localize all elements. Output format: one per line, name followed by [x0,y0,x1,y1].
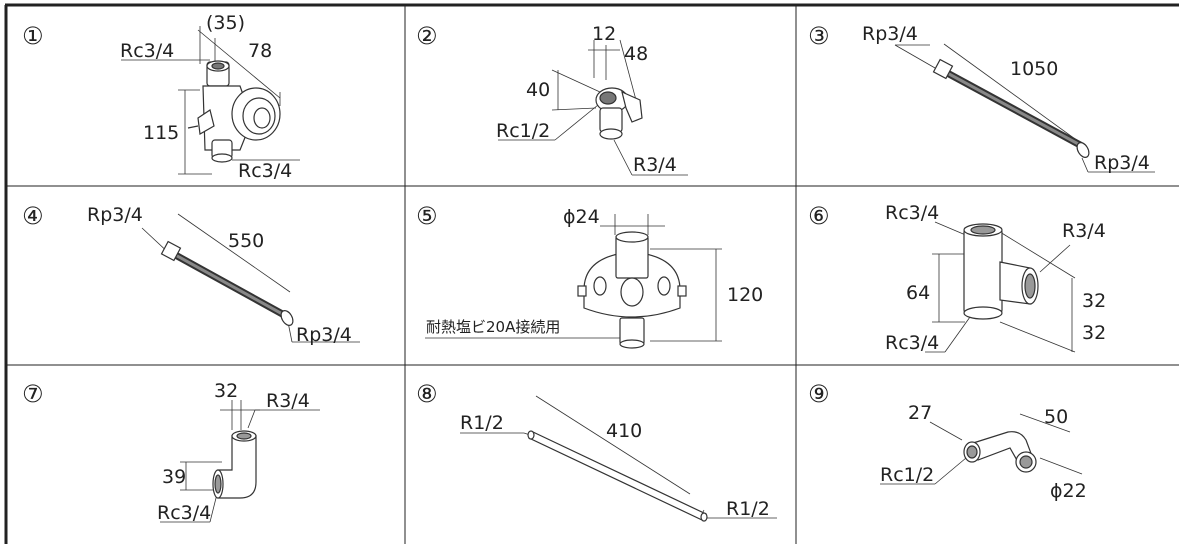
part-1-outlet: Rc3/4 [238,160,293,182]
part-9-diameter: ϕ22 [1050,480,1087,502]
part-1-inlet: Rc3/4 [120,40,175,62]
part-2-dim-a: 12 [592,23,617,45]
part-8-end-a: R1/2 [460,412,504,434]
part-6-top: Rc3/4 [885,202,940,224]
part-6-number: ⑥ [808,202,830,230]
part-2-inlet: Rc1/2 [496,120,551,142]
part-7-number: ⑦ [22,380,44,408]
part-3-length: 1050 [1010,58,1059,80]
part-4-hose [141,213,360,343]
part-3-end-b: Rp3/4 [1094,152,1150,174]
part-5-note: 耐熱塩ビ20A接続用 [426,318,561,336]
part-3-hose [894,43,1155,173]
part-7-width: 32 [214,380,239,402]
grid-lines [4,3,1179,544]
part-1-width: 78 [248,40,273,62]
part-1-number: ① [22,22,44,50]
part-6-dim-b: 32 [1082,322,1107,344]
part-9-dim-a: 27 [908,402,933,424]
part-9-number: ⑨ [808,380,830,408]
part-6-side: R3/4 [1062,220,1106,242]
part-2-outlet: R3/4 [633,154,677,176]
part-7-bottom: Rc3/4 [157,502,212,524]
part-2-dim-b: 48 [624,43,649,65]
part-1-valve [121,26,300,175]
part-4-end-b: Rp3/4 [296,324,352,346]
part-5-diameter: ϕ24 [563,206,600,228]
part-1-height: 115 [143,122,180,144]
part-9-dim-b: 50 [1044,406,1069,428]
part-2-number: ② [416,22,438,50]
part-2-valve [498,39,688,176]
part-9-inlet: Rc1/2 [880,464,935,486]
part-8-length: 410 [606,420,643,442]
part-5-fitting [425,214,722,349]
part-8-end-b: R1/2 [726,498,770,520]
part-6-dim-a: 32 [1082,290,1107,312]
part-7-top: R3/4 [266,390,310,412]
part-7-height: 39 [162,466,187,488]
part-3-number: ③ [808,22,830,50]
part-6-tee [925,221,1076,353]
part-3-end-a: Rp3/4 [862,23,918,45]
part-5-height: 120 [727,284,764,306]
part-7-elbow [160,400,320,523]
part-1-paren-dim: (35) [206,12,246,34]
part-8-pipe [460,395,777,522]
part-5-number: ⑤ [416,202,438,230]
part-8-number: ⑧ [416,380,438,408]
part-9-crank [880,413,1083,485]
part-4-length: 550 [228,230,265,252]
part-6-height: 64 [906,282,931,304]
part-6-bottom: Rc3/4 [885,332,940,354]
part-4-end-a: Rp3/4 [87,204,143,226]
part-2-height: 40 [526,79,551,101]
part-4-number: ④ [22,202,44,230]
